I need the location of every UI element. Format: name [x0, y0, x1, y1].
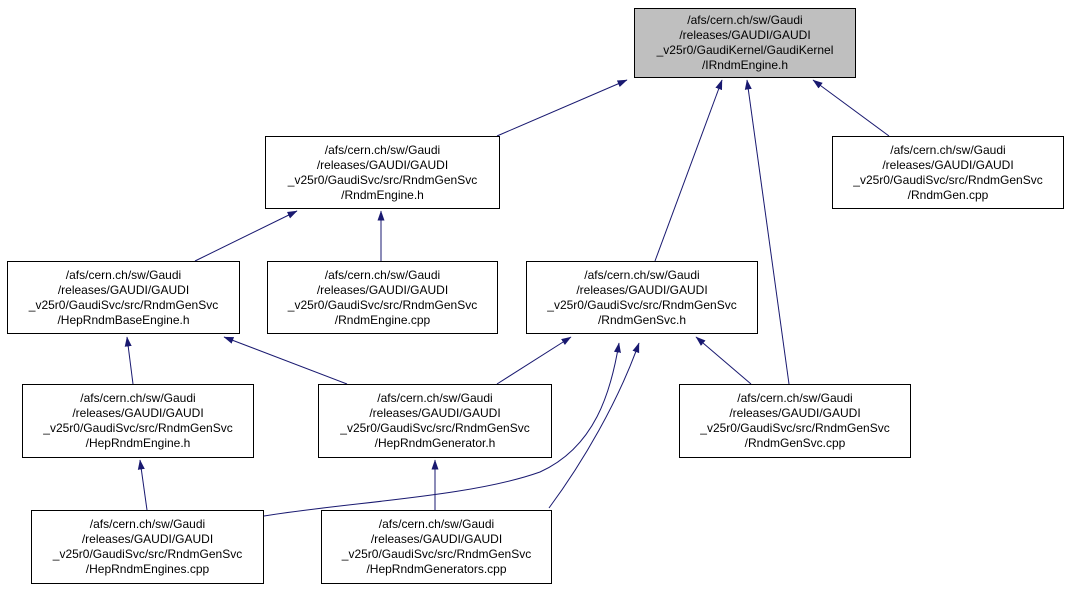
node-label-line: /RndmGenSvc.h: [597, 312, 687, 327]
node-label-line: /HepRndmEngines.cpp: [85, 562, 210, 576]
node-label-line: _v25r0/GaudiSvc/src/RndmGenSvc: [341, 547, 532, 561]
node-rndmengine-h[interactable]: /afs/cern.ch/sw/Gaudi /releases/GAUDI/GA…: [265, 136, 500, 209]
node-heprndmengine-h[interactable]: /afs/cern.ch/sw/Gaudi /releases/GAUDI/GA…: [22, 384, 254, 458]
node-label-line: _v25r0/GaudiSvc/src/RndmGenSvc: [853, 172, 1043, 187]
edge-heprndmgenerator_h-to-heprndmbaseengine_h: [223, 336, 348, 385]
node-label-line: /HepRndmGenerator.h: [374, 436, 496, 450]
node-label-line: /releases/GAUDI/GAUDI: [316, 282, 449, 297]
node-heprndmengines-cpp[interactable]: /afs/cern.ch/sw/Gaudi /releases/GAUDI/GA…: [31, 510, 264, 584]
node-label-line: _v25r0/GaudiSvc/src/RndmGenSvc: [52, 547, 243, 561]
node-label-line: _v25r0/GaudiSvc/src/RndmGenSvc: [43, 421, 233, 435]
node-label-line: /RndmGenSvc.cpp: [744, 436, 846, 450]
node-label-line: /afs/cern.ch/sw/Gaudi: [324, 267, 441, 282]
node-label-line: /HepRndmGenerators.cpp: [366, 562, 507, 576]
edge-heprndmengines_cpp-to-rndmgensvc_h: [263, 342, 621, 517]
node-label-line: /RndmGen.cpp: [907, 187, 989, 202]
node-label-line: /afs/cern.ch/sw/Gaudi: [687, 13, 803, 27]
node-label-line: /RndmEngine.cpp: [334, 312, 431, 327]
node-label-line: /releases/GAUDI/GAUDI: [679, 28, 811, 42]
node-label-line: /afs/cern.ch/sw/Gaudi: [737, 391, 853, 405]
node-label-line: /afs/cern.ch/sw/Gaudi: [65, 267, 182, 282]
node-label-line: /RndmEngine.h: [341, 187, 424, 202]
edge-rndmengine_h-to-irndmengine_h: [496, 79, 628, 137]
node-rndmgensvc-cpp[interactable]: /afs/cern.ch/sw/Gaudi /releases/GAUDI/GA…: [679, 384, 911, 458]
node-label-line: /afs/cern.ch/sw/Gaudi: [89, 517, 206, 531]
node-label-line: /IRndmEngine.h: [701, 58, 789, 72]
node-label-line: _v25r0/GaudiSvc/src/RndmGenSvc: [340, 421, 530, 435]
node-label-line: /releases/GAUDI/GAUDI: [81, 532, 214, 546]
edge-heprndmgenerators_cpp-to-rndmgensvc_h: [548, 342, 640, 509]
edge-rndmgen_cpp-to-irndmengine_h: [812, 79, 890, 137]
node-rndmgen-cpp[interactable]: /afs/cern.ch/sw/Gaudi /releases/GAUDI/GA…: [832, 136, 1064, 209]
node-label-line: /HepRndmEngine.h: [85, 436, 191, 450]
edge-rndmgensvc_cpp-to-rndmgensvc_h: [695, 336, 752, 385]
node-label-line: /afs/cern.ch/sw/Gaudi: [890, 142, 1006, 157]
edge-rndmgensvc_cpp-to-irndmengine_h: [744, 79, 790, 385]
node-heprndmbaseengine-h[interactable]: /afs/cern.ch/sw/Gaudi /releases/GAUDI/GA…: [7, 261, 240, 334]
node-label-line: _v25r0/GaudiSvc/src/RndmGenSvc: [287, 172, 478, 187]
node-rndmgensvc-h[interactable]: /afs/cern.ch/sw/Gaudi /releases/GAUDI/GA…: [526, 261, 758, 334]
edge-heprndmgenerator_h-to-rndmgensvc_h: [496, 336, 572, 385]
node-label-line: _v25r0/GaudiKernel/GaudiKernel: [656, 43, 834, 57]
node-label-line: /releases/GAUDI/GAUDI: [316, 157, 449, 172]
edge-heprndmengine_h-to-heprndmbaseengine_h: [124, 336, 134, 385]
node-label-line: /releases/GAUDI/GAUDI: [729, 406, 861, 420]
edge-heprndmbaseengine_h-to-rndmengine_h: [194, 210, 298, 262]
node-label-line: /afs/cern.ch/sw/Gaudi: [584, 267, 700, 282]
node-heprndmgenerator-h[interactable]: /afs/cern.ch/sw/Gaudi /releases/GAUDI/GA…: [318, 384, 552, 458]
node-label-line: _v25r0/GaudiSvc/src/RndmGenSvc: [547, 297, 737, 312]
node-label-line: /releases/GAUDI/GAUDI: [57, 282, 190, 297]
node-label-line: _v25r0/GaudiSvc/src/RndmGenSvc: [287, 297, 478, 312]
node-label-line: /afs/cern.ch/sw/Gaudi: [324, 142, 441, 157]
node-label-line: /afs/cern.ch/sw/Gaudi: [80, 391, 196, 405]
node-label-line: _v25r0/GaudiSvc/src/RndmGenSvc: [700, 421, 890, 435]
edge-rndmgensvc_h-to-irndmengine_h: [654, 79, 723, 262]
edge-heprndmengines_cpp-to-heprndmengine_h: [137, 459, 148, 511]
node-label-line: /releases/GAUDI/GAUDI: [882, 157, 1014, 172]
node-label-line: _v25r0/GaudiSvc/src/RndmGenSvc: [28, 297, 219, 312]
node-irndmengine-h[interactable]: /afs/cern.ch/sw/Gaudi /releases/GAUDI/GA…: [634, 8, 856, 78]
node-label-line: /releases/GAUDI/GAUDI: [576, 282, 708, 297]
node-label-line: /releases/GAUDI/GAUDI: [72, 406, 204, 420]
node-label-line: /releases/GAUDI/GAUDI: [369, 406, 501, 420]
node-label-line: /HepRndmBaseEngine.h: [57, 312, 190, 327]
node-heprndmgenerators-cpp[interactable]: /afs/cern.ch/sw/Gaudi /releases/GAUDI/GA…: [321, 510, 552, 584]
node-rndmengine-cpp[interactable]: /afs/cern.ch/sw/Gaudi /releases/GAUDI/GA…: [267, 261, 498, 334]
node-label-line: /afs/cern.ch/sw/Gaudi: [378, 517, 495, 531]
node-label-line: /afs/cern.ch/sw/Gaudi: [377, 391, 493, 405]
node-label-line: /releases/GAUDI/GAUDI: [370, 532, 503, 546]
